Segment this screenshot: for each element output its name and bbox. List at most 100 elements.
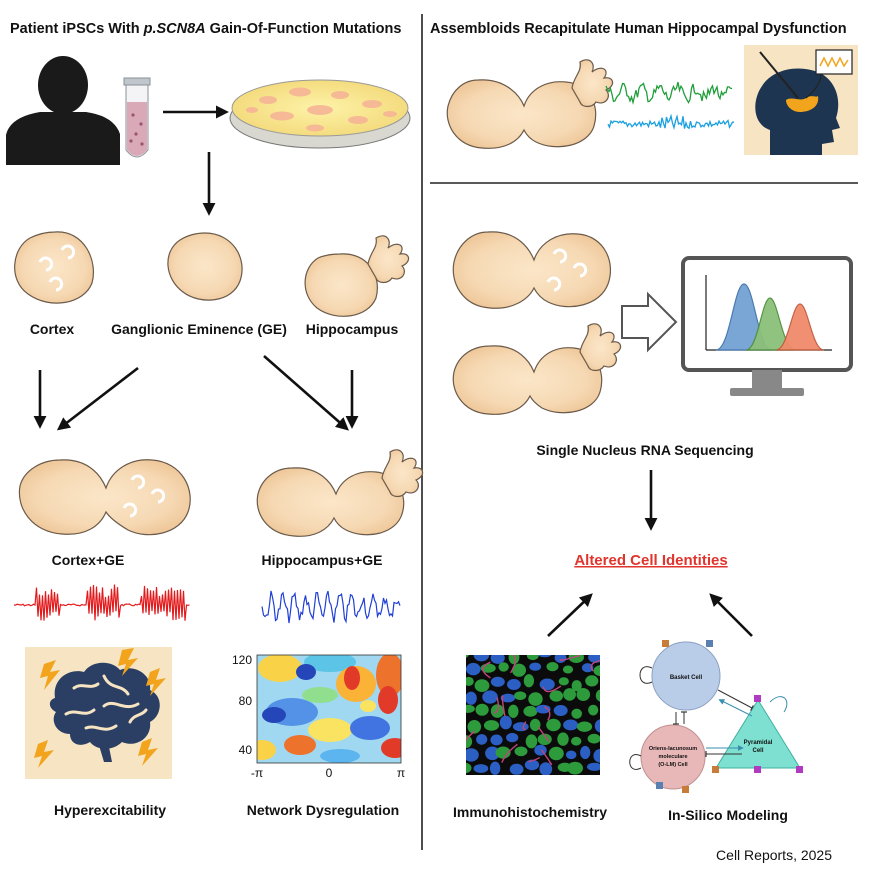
ihc-cell xyxy=(466,691,477,705)
heatmap-xtick-pi: π xyxy=(397,766,405,780)
ihc-cell xyxy=(587,733,600,744)
ihc-fiber xyxy=(590,659,600,672)
heatmap-xtick-0: 0 xyxy=(326,766,333,780)
ihc-cell xyxy=(509,763,524,775)
blood-tube-icon xyxy=(123,77,151,158)
ihc-cell xyxy=(473,764,489,773)
ihc-cell xyxy=(523,705,538,717)
ihc-cell xyxy=(585,675,599,687)
ihc-cell xyxy=(528,692,543,706)
ihc-cell xyxy=(466,748,479,762)
ihc-cell xyxy=(557,732,569,746)
ihc-cell xyxy=(549,690,564,702)
ihc-cell xyxy=(593,749,600,763)
ihc-cell xyxy=(581,663,594,673)
ihc-cell xyxy=(580,745,591,760)
ihc-cell xyxy=(587,762,600,771)
red-spike-trace xyxy=(13,584,190,621)
ihc-cell xyxy=(466,704,475,713)
ihc-cell xyxy=(558,677,569,686)
left-panel-title: Patient iPSCs With p.SCN8A Gain-Of-Funct… xyxy=(10,21,401,37)
ihc-cell xyxy=(475,703,489,716)
ihc-fiber xyxy=(466,730,476,743)
ihc-cell xyxy=(537,655,552,658)
snrna-assembloid-2 xyxy=(452,323,622,415)
ihc-fiber xyxy=(541,749,553,765)
ihc-cell xyxy=(563,719,579,731)
ihc-cell xyxy=(525,734,538,749)
ihc-cell xyxy=(565,750,577,760)
ihc-cell xyxy=(571,708,582,719)
ihc-cell xyxy=(466,676,474,686)
heatmap-ytick-80: 80 xyxy=(239,694,253,708)
ihc-fiber xyxy=(528,756,541,763)
snrna-label: Single Nucleus RNA Sequencing xyxy=(536,442,753,458)
ihc-cell xyxy=(567,761,583,775)
ihc-cell xyxy=(595,689,600,702)
pyramidal-label-1: Pyramidal xyxy=(744,740,773,746)
heatmap-ytick-40: 40 xyxy=(239,743,253,757)
ihc-cell xyxy=(571,736,582,746)
ihc-cell xyxy=(546,718,561,732)
green-eeg-trace xyxy=(605,81,733,105)
ihc-cell xyxy=(562,665,574,674)
hyperexcitability-label: Hyperexcitability xyxy=(54,802,166,818)
cortex-ge-assembloid xyxy=(18,459,191,536)
ihc-fiber xyxy=(544,706,551,721)
ihc-cell xyxy=(495,746,511,759)
ihc-cell xyxy=(537,733,552,745)
ihc-cell xyxy=(498,662,509,672)
ihc-cell xyxy=(546,662,559,672)
ihc-cell xyxy=(489,761,501,775)
hippocampus-ge-label: Hippocampus+GE xyxy=(262,552,383,568)
ihc-cell xyxy=(553,705,568,716)
ihc-cell xyxy=(526,655,539,661)
ihc-cell xyxy=(588,704,599,716)
ihc-cell xyxy=(467,720,482,734)
ihc-fiber xyxy=(510,655,517,674)
pyramidal-label-2: Cell xyxy=(752,748,763,754)
ge-organoid xyxy=(167,232,243,301)
ihc-cell xyxy=(476,734,488,745)
ihc-cell xyxy=(508,704,519,718)
right-panel-title: Assembloids Recapitulate Human Hippocamp… xyxy=(430,21,847,37)
ihc-cell xyxy=(500,693,516,703)
immunohistochemistry-image xyxy=(466,655,600,775)
ihc-cell xyxy=(506,732,519,743)
in-silico-label: In-Silico Modeling xyxy=(668,807,788,823)
hollow-arrow-icon xyxy=(621,291,678,353)
ihc-cell xyxy=(508,655,520,665)
ge-label: Ganglionic Eminence (GE) xyxy=(111,321,287,337)
ihc-cell xyxy=(524,759,540,771)
patient-silhouette-icon xyxy=(6,56,120,165)
ihc-cell xyxy=(473,655,490,662)
cortex-label: Cortex xyxy=(30,321,75,337)
heatmap-ytick-120: 120 xyxy=(232,653,252,667)
petri-dish-icon xyxy=(229,79,411,149)
arrow-model-to-result xyxy=(709,593,753,637)
ihc-cell xyxy=(499,715,512,730)
ihc-cell xyxy=(523,674,535,688)
ihc-cell xyxy=(466,762,472,774)
hippocampus-organoid xyxy=(304,235,410,317)
ihc-fiber xyxy=(493,697,500,714)
ihc-cell xyxy=(529,718,541,732)
snrna-assembloid-1 xyxy=(452,231,612,309)
ihc-cell xyxy=(594,719,600,733)
ihc-cell xyxy=(483,720,500,731)
hippocampal-assembloid-top xyxy=(446,59,614,149)
citation: Cell Reports, 2025 xyxy=(716,847,832,863)
cyan-eeg-trace xyxy=(607,113,734,130)
assembly-arrows xyxy=(33,355,359,431)
ihc-cell xyxy=(535,704,551,714)
ihc-fiber xyxy=(537,726,550,742)
ihc-cell xyxy=(529,662,542,671)
olm-label-3: (O-LM) Cell xyxy=(658,762,688,768)
arrow-ihc-to-result xyxy=(547,593,593,637)
phase-heatmap: 120 80 40 -π 0 π xyxy=(232,653,405,780)
basket-cell-label: Basket Cell xyxy=(670,675,703,681)
network-dysregulation-label: Network Dysregulation xyxy=(247,802,399,818)
hyperexcitable-brain-icon xyxy=(25,647,172,779)
ihc-cell xyxy=(512,663,526,677)
